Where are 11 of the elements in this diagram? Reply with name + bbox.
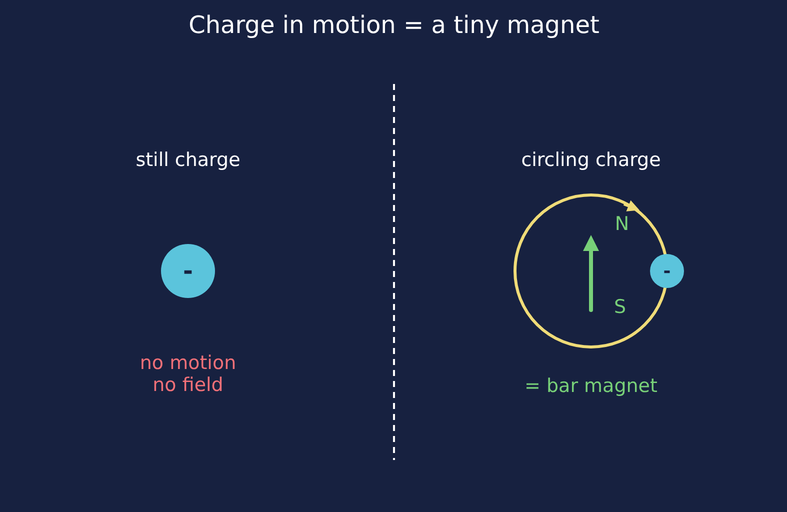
panel-heading: circling charge	[520, 149, 662, 171]
charge-circle	[161, 244, 215, 298]
caption: no motion no field	[138, 352, 238, 396]
caption: = bar magnet	[524, 375, 658, 397]
charge-circle	[650, 254, 684, 288]
title: Charge in motion = a tiny magnet	[188, 11, 600, 39]
pole-label: N	[614, 213, 630, 235]
panel-heading: still charge	[134, 149, 242, 171]
pole-label: S	[612, 296, 628, 318]
charge-sign: -	[183, 257, 193, 285]
charge-sign: -	[663, 260, 671, 282]
